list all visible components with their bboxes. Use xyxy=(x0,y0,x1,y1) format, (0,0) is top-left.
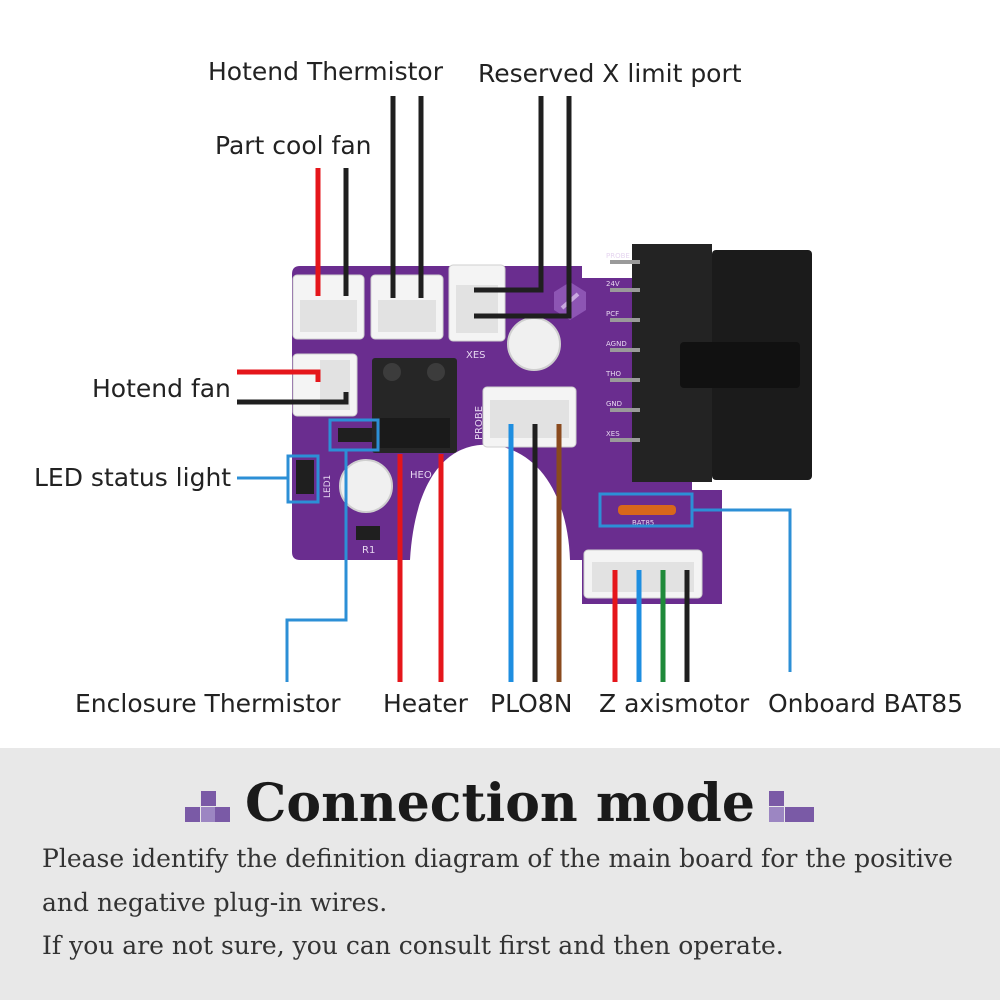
wire-plo8n xyxy=(508,424,562,682)
callout-led-status xyxy=(237,454,320,504)
connector-z-motor xyxy=(583,549,703,599)
decor-squares-right-icon xyxy=(768,783,815,825)
heading-title: Connection mode xyxy=(245,773,755,834)
label-hotend-fan: Hotend fan xyxy=(92,374,231,403)
label-enclosure-thermistor: Enclosure Thermistor xyxy=(75,689,341,718)
pin-label: PROBE xyxy=(606,252,630,260)
callout-bat85 xyxy=(598,492,792,672)
led-chip xyxy=(296,460,314,494)
pin-label: THO xyxy=(605,370,622,378)
connector-part-cool-fan xyxy=(292,274,365,340)
label-led-status-light: LED status light xyxy=(34,463,232,492)
diagram-area: PROBE XES HEO R1 LED1 BAT85 PROBE 24V PC… xyxy=(34,57,964,718)
label-reserved-x-limit: Reserved X limit port xyxy=(478,59,742,88)
pin-label: AGND xyxy=(606,340,627,348)
silk-probe: PROBE xyxy=(474,406,485,440)
connector-hotend-thermistor xyxy=(370,274,444,340)
wire-z-motor xyxy=(612,570,690,682)
silk-heo: HEO xyxy=(410,470,432,481)
connector-hotend-fan xyxy=(292,353,358,417)
heater-terminal-block xyxy=(372,358,457,453)
wire-hotend-fan xyxy=(237,369,349,405)
label-plo8n: PLO8N xyxy=(490,689,573,718)
bat85-diode xyxy=(618,505,676,515)
callout-enclosure-thermistor xyxy=(285,418,380,682)
connector-xes xyxy=(448,264,506,342)
label-z-axis-motor: Z axismotor xyxy=(599,689,750,718)
pin-label: PCF xyxy=(606,310,619,318)
mounting-hole xyxy=(507,317,561,371)
thermistor-chip xyxy=(338,428,372,442)
pin-label: XES xyxy=(606,430,620,438)
silk-xes: XES xyxy=(466,350,486,361)
instruction-line-3: If you are not sure, you can consult fir… xyxy=(42,931,784,960)
label-hotend-thermistor: Hotend Thermistor xyxy=(208,57,443,86)
instruction-line-2: and negative plug-in wires. xyxy=(42,888,388,917)
label-heater: Heater xyxy=(383,689,468,718)
label-part-cool-fan: Part cool fan xyxy=(215,131,372,160)
mounting-hole xyxy=(339,459,393,513)
board-diagram: PROBE XES HEO R1 LED1 BAT85 PROBE 24V PC… xyxy=(237,96,812,682)
wire-heater xyxy=(397,454,444,682)
decor-squares-left-icon xyxy=(185,783,231,825)
silk-r1: R1 xyxy=(362,545,375,556)
wire-reserved-x-limit xyxy=(474,96,572,319)
silk-led: LED1 xyxy=(323,475,333,498)
pin-label: 24V xyxy=(606,280,620,288)
pin-label: GND xyxy=(606,400,622,408)
label-onboard-bat85: Onboard BAT85 xyxy=(768,689,964,718)
wire-hotend-thermistor xyxy=(390,96,424,298)
info-panel: Connection mode Please identify the defi… xyxy=(0,748,1000,1000)
silk-bat85: BAT85 xyxy=(632,519,654,527)
connector-probe xyxy=(482,386,577,448)
wire-part-cool-fan xyxy=(315,168,349,296)
instruction-line-1: Please identify the definition diagram o… xyxy=(42,844,953,873)
main-connector xyxy=(610,244,812,482)
connector-pin-labels: PROBE 24V PCF AGND THO GND XES xyxy=(605,252,630,438)
section-heading: Connection mode xyxy=(0,774,1000,834)
r1-resistor xyxy=(356,526,380,540)
